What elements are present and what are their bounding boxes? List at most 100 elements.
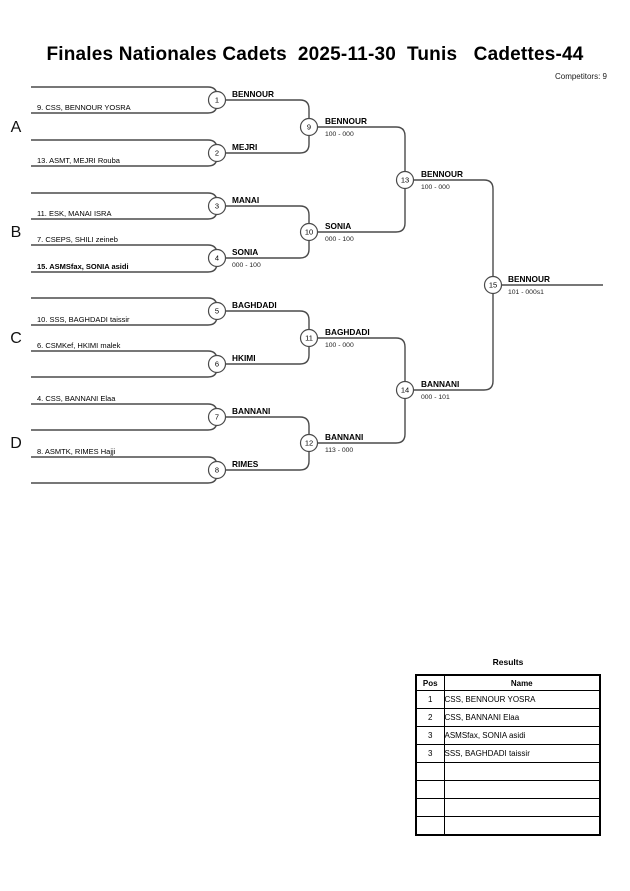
match-13-circle xyxy=(395,170,415,190)
match-10-number: 10 xyxy=(305,228,313,237)
entry-sonia: 15. ASMSfax, SONIA asidi xyxy=(37,262,129,271)
result-pos: 3 xyxy=(415,726,445,745)
match-8-number: 8 xyxy=(215,466,219,475)
match-11-number: 11 xyxy=(305,334,313,343)
match-11-score: 100 - 000 xyxy=(325,342,354,349)
results-section: Results Pos Name 1 CSS, BENNOUR YOSRA 2 … xyxy=(415,657,601,836)
match-14-lines xyxy=(318,337,406,444)
elimination-bracket: A B C D 9. CSS, BENNOUR YOSRA 13. ASMT, … xyxy=(10,86,603,484)
table-row xyxy=(415,762,601,781)
match-8-circle xyxy=(207,460,227,480)
results-header-row: Pos Name xyxy=(415,674,601,691)
entry-rimes: 8. ASMTK, RIMES Hajji xyxy=(37,447,116,456)
entry-baghdadi: 10. SSS, BAGHDADI taissir xyxy=(37,315,130,324)
table-row: 1 CSS, BENNOUR YOSRA xyxy=(415,690,601,709)
page-title: Finales Nationales Cadets 2025-11-30 Tun… xyxy=(46,44,584,65)
match-5-winner: BAGHDADI xyxy=(232,300,277,310)
match-6-number: 6 xyxy=(215,360,219,369)
results-title: Results xyxy=(492,657,524,667)
match-15-number: 15 xyxy=(489,281,497,290)
match-2-number: 2 xyxy=(215,149,219,158)
match-12-winner: BANNANI xyxy=(325,432,363,442)
match-13-score: 100 - 000 xyxy=(421,184,450,191)
result-name: ASMSfax, SONIA asidi xyxy=(443,726,601,745)
match-15-winner: BENNOUR xyxy=(508,274,550,284)
match-10-circle xyxy=(299,222,319,242)
entry-bannani: 4. CSS, BANNANI Elaa xyxy=(37,394,116,403)
match-13-lines xyxy=(318,126,406,233)
table-row xyxy=(415,780,601,799)
table-row xyxy=(415,816,601,836)
match-3-winner: MANAI xyxy=(232,195,259,205)
match-7-circle xyxy=(207,407,227,427)
match-6-circle xyxy=(207,354,227,374)
entry-shili: 7. CSEPS, SHILI zeineb xyxy=(37,235,118,244)
match-9-score: 100 - 000 xyxy=(325,131,354,138)
match-4-winner: SONIA xyxy=(232,247,258,257)
result-pos xyxy=(415,816,445,836)
table-row: 3 ASMSfax, SONIA asidi xyxy=(415,726,601,745)
match-11-circle xyxy=(299,328,319,348)
results-col-pos: Pos xyxy=(415,674,445,691)
match-12-score: 113 - 000 xyxy=(325,447,353,454)
table-row: 3 SSS, BAGHDADI taissir xyxy=(415,744,601,763)
match-7-winner: BANNANI xyxy=(232,406,270,416)
result-pos xyxy=(415,780,445,799)
match-7-number: 7 xyxy=(215,413,219,422)
match-14-score: 000 - 101 xyxy=(421,394,450,401)
result-name: CSS, BENNOUR YOSRA xyxy=(443,690,601,709)
group-label-a: A xyxy=(11,119,22,136)
group-label-d: D xyxy=(10,435,22,452)
match-1-circle xyxy=(207,90,227,110)
match-9-winner: BENNOUR xyxy=(325,116,367,126)
entry-manai: 11. ESK, MANAI ISRA xyxy=(37,209,111,218)
match-14-winner: BANNANI xyxy=(421,379,459,389)
match-2-circle xyxy=(207,143,227,163)
match-13-number: 13 xyxy=(401,176,409,185)
result-name xyxy=(443,762,601,781)
result-pos xyxy=(415,762,445,781)
match-6-winner: HKIMI xyxy=(232,353,256,363)
match-15-lines xyxy=(414,179,494,391)
match-4-circle xyxy=(207,248,227,268)
result-pos: 1 xyxy=(415,690,445,709)
match-11-winner: BAGHDADI xyxy=(325,327,370,337)
match-4-score: 000 - 100 xyxy=(232,262,261,269)
results-table: Pos Name 1 CSS, BENNOUR YOSRA 2 CSS, BAN… xyxy=(415,674,601,836)
match-3-number: 3 xyxy=(215,202,219,211)
results-col-name: Name xyxy=(443,674,601,691)
table-row xyxy=(415,798,601,817)
match-8-lines xyxy=(31,456,218,484)
result-pos: 2 xyxy=(415,708,445,727)
match-5-circle xyxy=(207,301,227,321)
match-3-circle xyxy=(207,196,227,216)
match-5-number: 5 xyxy=(215,307,219,316)
result-name xyxy=(443,816,601,836)
match-9-circle xyxy=(299,117,319,137)
match-15-circle xyxy=(483,275,503,295)
match-6-lines xyxy=(31,350,218,378)
match-10-winner: SONIA xyxy=(325,221,351,231)
match-14-circle xyxy=(395,380,415,400)
entry-bennour: 9. CSS, BENNOUR YOSRA xyxy=(37,103,131,112)
result-name xyxy=(443,798,601,817)
match-8-winner: RIMES xyxy=(232,459,259,469)
match-15-score: 101 - 000s1 xyxy=(508,289,544,296)
table-row: 2 CSS, BANNANI Elaa xyxy=(415,708,601,727)
entry-hkimi: 6. CSMKef, HKIMI malek xyxy=(37,341,121,350)
result-pos xyxy=(415,798,445,817)
result-name: CSS, BANNANI Elaa xyxy=(443,708,601,727)
match-7-lines xyxy=(31,403,218,431)
match-13-winner: BENNOUR xyxy=(421,169,463,179)
match-4-number: 4 xyxy=(215,254,219,263)
match-1-winner: BENNOUR xyxy=(232,89,274,99)
match-10-score: 000 - 100 xyxy=(325,236,354,243)
group-label-c: C xyxy=(10,330,22,347)
entry-mejri: 13. ASMT, MEJRI Rouba xyxy=(37,156,121,165)
competitors-count: Competitors: 9 xyxy=(554,72,607,81)
match-9-number: 9 xyxy=(307,123,311,132)
result-name: SSS, BAGHDADI taissir xyxy=(443,744,601,763)
result-pos: 3 xyxy=(415,744,445,763)
match-14-number: 14 xyxy=(401,386,409,395)
